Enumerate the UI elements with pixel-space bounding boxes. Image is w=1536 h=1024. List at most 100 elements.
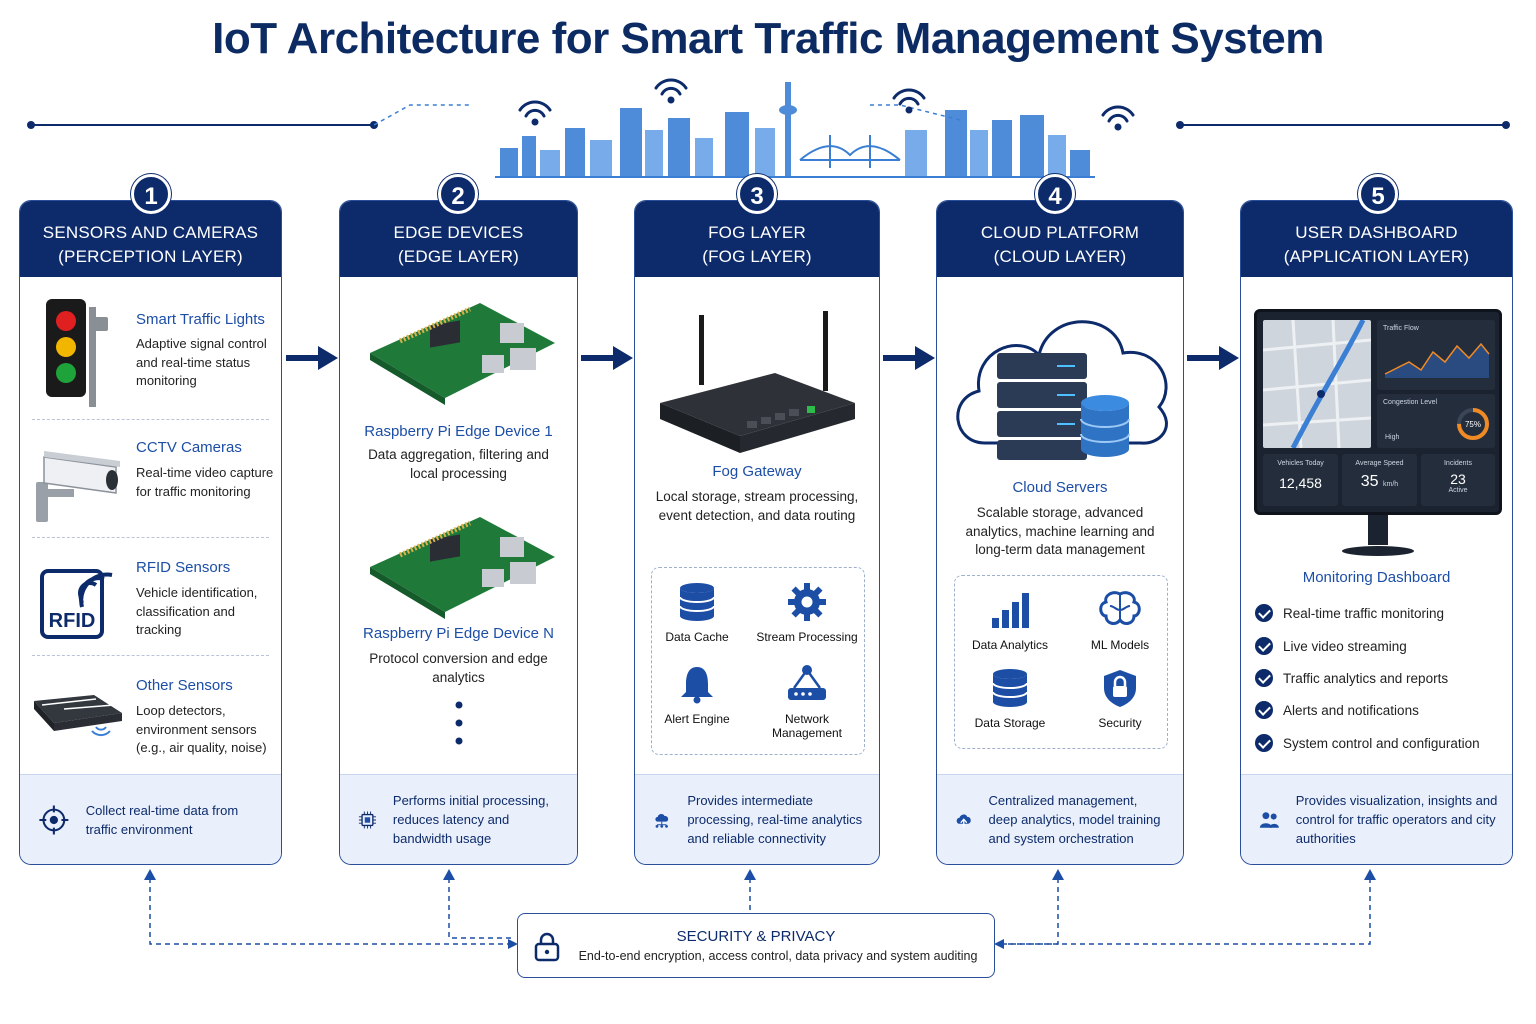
dashboard-monitor: Traffic Flow Congestion Level High 75% V… [1254,309,1502,515]
divider [32,419,269,420]
rfid-icon: RFID [40,569,113,639]
traffic-flow-panel: Traffic Flow [1377,320,1495,390]
feature-network-management: Network Management [750,664,864,740]
raspberry-pi-icon [370,517,555,619]
footer-text: Provides visualization, insights and con… [1295,793,1498,846]
feature-data-cache: Data Cache [642,582,752,644]
page-title: IoT Architecture for Smart Traffic Manag… [212,14,1324,63]
target-icon [39,805,69,834]
wifi-icon [518,78,1135,131]
layer-number-1: 1 [131,174,171,214]
sensor-item-other: Other Sensors Loop detectors, environmen… [20,657,281,775]
feature-label: Data Cache [665,630,729,644]
device-name: Raspberry Pi Edge Device 1 [364,423,553,440]
database-icon [679,583,715,621]
feature-label: Stream Processing [756,630,858,644]
sensor-name: CCTV Cameras [136,439,242,456]
flow-arrow [883,346,935,370]
column-header: CLOUD PLATFORM (CLOUD LAYER) [937,201,1183,277]
layer-number-3: 3 [737,174,777,214]
shield-lock-icon [1104,670,1136,707]
feature-label: Data Analytics [971,638,1049,652]
cctv-camera-icon [36,451,120,522]
sensor-desc: Real-time video capture for traffic moni… [136,465,274,499]
feature-alert-engine: Alert Engine [642,664,752,726]
column-footer: Centralized management, deep analytics, … [937,774,1183,864]
device-name: Fog Gateway [712,463,802,480]
traffic-light-icon [46,299,108,407]
security-privacy-box: SECURITY & PRIVACY End-to-end encryption… [517,913,995,978]
bridge-icon [799,135,901,168]
lock-icon [534,932,560,962]
feature-security: Security [1065,668,1175,730]
feature-ml-models: ML Models [1065,590,1175,652]
feature-data-analytics: Data Analytics [955,590,1065,652]
column-header: SENSORS AND CAMERAS (PERCEPTION LAYER) [20,201,281,277]
divider [32,655,269,656]
footer-text: Provides intermediate processing, real-t… [687,793,863,846]
device-desc: Scalable storage, advanced analytics, ma… [965,505,1155,557]
traffic-map [1263,320,1371,448]
edge-layer-column: EDGE DEVICES (EDGE LAYER) Raspberry Pi E… [339,200,578,865]
sensor-item-traffic-lights: Smart Traffic Lights Adaptive signal con… [20,289,281,407]
fog-layer-column: FOG LAYER (FOG LAYER) Fog Gateway Local … [634,200,880,865]
column-footer: Provides visualization, insights and con… [1241,774,1512,864]
router-icon [660,311,855,453]
average-speed-panel: Average Speed 35 km/h [1342,454,1417,506]
layer-number-2: 2 [438,174,478,214]
flow-arrow [581,346,633,370]
feature-label: Data Storage [974,716,1046,730]
feature-item: Alerts and notifications [1255,701,1419,719]
ellipsis-dots [455,701,463,745]
feature-item: Live video streaming [1255,637,1407,655]
raspberry-pi-icon [370,303,555,405]
perception-layer-column: SENSORS AND CAMERAS (PERCEPTION LAYER) S… [19,200,282,865]
column-footer: Collect real-time data from traffic envi… [20,774,281,864]
cloud-features-box: Data Analytics ML Models Data Storage [954,575,1168,749]
database-icon [992,669,1028,707]
sensor-name: Other Sensors [136,677,233,694]
check-icon [1255,701,1273,719]
device-desc: Local storage, stream processing, event … [655,489,859,523]
gear-icon [788,583,826,621]
sensor-name: RFID Sensors [136,559,231,576]
security-connectors [144,869,1376,949]
brain-icon [1099,591,1141,625]
feature-label: Security [1098,716,1142,730]
column-footer: Provides intermediate processing, real-t… [635,774,879,864]
security-title: SECURITY & PRIVACY [676,928,836,945]
feature-data-storage: Data Storage [955,668,1065,730]
layer-number-5: 5 [1358,174,1398,214]
cloud-network-icon [655,813,669,828]
device-name: Cloud Servers [1012,479,1108,496]
device-name: Raspberry Pi Edge Device N [363,625,554,642]
sensor-item-rfid: RFID RFID Sensors Vehicle identification… [20,539,281,657]
device-desc: Data aggregation, filtering and local pr… [368,447,549,481]
footer-text: Collect real-time data from traffic envi… [85,802,239,837]
monitor-stand [1342,515,1414,556]
check-icon [1255,669,1273,687]
svg-text:RFID: RFID [49,610,96,632]
loop-detector-icon [34,695,122,737]
cloud-layer-column: CLOUD PLATFORM (CLOUD LAYER) Cloud Serve… [936,200,1184,865]
sensor-item-cctv: CCTV Cameras Real-time video capture for… [20,419,281,537]
feature-label: Network Management [771,712,843,740]
city-buildings [500,82,1090,176]
footer-text: Centralized management, deep analytics, … [988,793,1161,846]
feature-label: Alert Engine [664,712,730,726]
cloud-servers-icon [956,320,1168,460]
congestion-panel: Congestion Level High 75% [1377,394,1495,448]
incidents-panel: Incidents 23 Active [1421,454,1495,506]
sensor-desc: Loop detectors, environment sensors (e.g… [136,703,267,755]
chip-icon [358,810,377,829]
bell-icon [681,667,713,704]
security-desc: End-to-end encryption, access control, d… [578,949,978,963]
traffic-flow-sparkline [1384,342,1490,378]
check-icon [1255,734,1273,752]
sensor-desc: Vehicle identification, classification a… [136,585,258,637]
column-footer: Performs initial processing, reduces lat… [340,774,577,864]
sensor-name: Smart Traffic Lights [136,311,265,328]
flow-arrow [286,346,338,370]
svg-text:75%: 75% [1465,420,1481,429]
device-name: Monitoring Dashboard [1302,569,1451,586]
